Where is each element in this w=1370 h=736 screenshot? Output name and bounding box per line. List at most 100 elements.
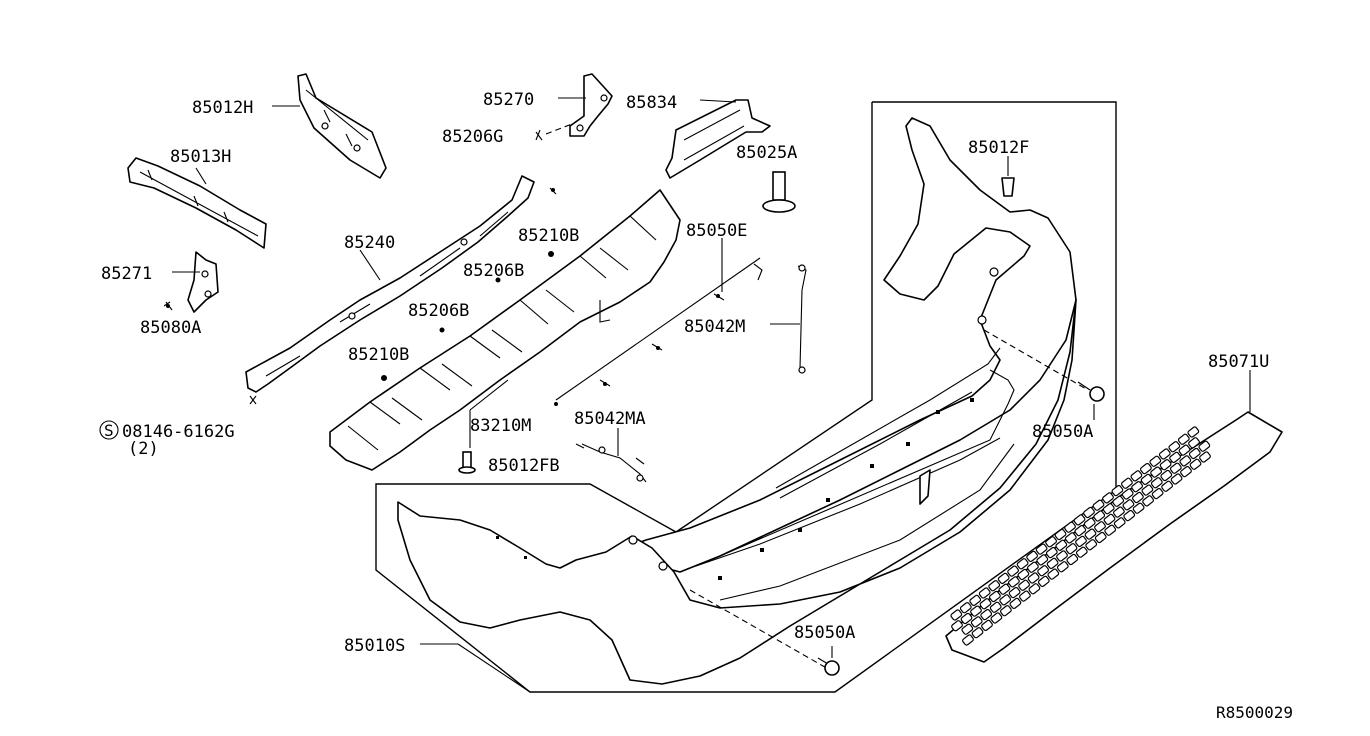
grille-hole — [1028, 583, 1041, 595]
grille-hole — [1036, 554, 1049, 566]
grille-hole — [988, 580, 1001, 592]
grille-hole — [1150, 466, 1162, 478]
grille-hole — [1132, 502, 1145, 514]
grille-hole — [1112, 495, 1125, 507]
assembly-frame — [375, 101, 1117, 693]
fastener-line-right — [983, 329, 1089, 391]
grille-hole — [1151, 487, 1164, 500]
grille-hole — [1140, 473, 1153, 486]
label-85012F: 85012F — [968, 138, 1029, 158]
grille-hole — [951, 620, 963, 632]
part-85042M-rod[interactable] — [797, 264, 807, 374]
grille-hole — [1027, 572, 1040, 584]
grille-hole — [1113, 517, 1126, 529]
screw-08146-6162G — [99, 420, 119, 440]
grille-hole — [1102, 492, 1114, 504]
grille-hole — [1093, 510, 1106, 522]
part-85834-bracket[interactable] — [665, 99, 771, 179]
grille-hole — [1179, 455, 1192, 467]
part-85240-bracket[interactable] — [245, 175, 535, 393]
part-85013H-bracket[interactable] — [127, 157, 267, 249]
grille-hole — [981, 619, 993, 632]
part-85210B-clip-top — [548, 251, 554, 257]
part-85206B-clip-mid — [439, 327, 445, 333]
grille-hole — [1045, 536, 1057, 548]
grille-hole — [1055, 539, 1068, 551]
grille-hole — [1026, 550, 1038, 563]
part-85206G-clip[interactable] — [535, 123, 573, 141]
label-85050A-right: 85050A — [1032, 422, 1093, 442]
label-83210M: 83210M — [470, 416, 531, 436]
part-85270-bracket[interactable] — [569, 73, 613, 137]
grille-hole — [1056, 561, 1069, 573]
part-85080A-screw[interactable] — [163, 301, 173, 311]
part-85271-bracket[interactable] — [187, 251, 219, 313]
grille-hole — [1008, 586, 1021, 599]
grille-hole — [1187, 426, 1200, 438]
grille-hole — [1141, 484, 1154, 496]
part-83210M-absorber[interactable] — [329, 189, 681, 471]
label-85042MA: 85042MA — [574, 409, 646, 429]
grille-hole — [1037, 565, 1049, 577]
grille-hole — [1188, 437, 1200, 449]
label-screw-symbol: S — [104, 421, 114, 440]
part-85042MA-bracket[interactable] — [575, 443, 647, 483]
grille-hole — [1017, 568, 1030, 581]
grille-hole — [1131, 481, 1143, 493]
grille-hole — [1188, 447, 1201, 460]
label-85206B-top: 85206B — [463, 261, 524, 281]
grille-hole — [1113, 506, 1125, 518]
label-85270: 85270 — [483, 90, 534, 110]
grille-hole — [997, 572, 1010, 585]
grille-hole — [1092, 499, 1105, 511]
label-85210B-low: 85210B — [348, 345, 409, 365]
grille-hole — [1037, 575, 1050, 588]
part-85012FB-pin[interactable] — [458, 451, 476, 474]
grille-hole — [1104, 524, 1117, 536]
grille-hole — [1094, 521, 1106, 533]
grille-hole — [1016, 558, 1029, 570]
grille-hole — [989, 590, 1001, 603]
label-screw-qty: (2) — [128, 439, 159, 459]
part-85010S-bumper-fascia[interactable] — [397, 117, 1077, 685]
grille-hole — [1158, 448, 1171, 460]
grille-hole — [959, 602, 972, 614]
part-85240-clip — [549, 187, 557, 195]
grille-hole — [1046, 557, 1059, 570]
grille-hole — [1008, 576, 1020, 588]
part-85025A-bolt[interactable] — [762, 171, 796, 213]
grille-hole — [1064, 521, 1076, 533]
label-85206B-mid: 85206B — [408, 301, 469, 321]
part-85050E-clips[interactable] — [554, 238, 763, 406]
grille-hole — [1169, 451, 1181, 464]
grille-hole — [1083, 517, 1096, 529]
grille-hole — [1150, 477, 1163, 489]
grille-hole — [998, 583, 1011, 595]
label-85240: 85240 — [344, 233, 395, 253]
grille-hole — [1047, 568, 1060, 580]
grille-hole — [962, 634, 974, 646]
part-85071U-step-cover[interactable] — [945, 411, 1283, 663]
part-85050A-screw-bottom[interactable] — [817, 646, 840, 676]
grille-hole — [1085, 539, 1098, 551]
grille-hole — [979, 598, 992, 610]
grille-hole — [1000, 605, 1012, 617]
part-85012F-pin[interactable] — [1001, 156, 1015, 197]
grille-hole — [990, 612, 1003, 624]
grille-hole — [950, 609, 963, 621]
part-85050A-screw-right[interactable] — [1077, 381, 1105, 420]
grille-hole — [1056, 550, 1068, 562]
grille-hole — [1168, 441, 1181, 453]
part-85012H-bracket[interactable] — [297, 73, 387, 179]
grille-hole — [1122, 499, 1135, 511]
label-85012H: 85012H — [192, 98, 253, 118]
grille-hole — [1199, 451, 1211, 463]
grille-hole — [1130, 470, 1143, 482]
grille-hole — [1073, 514, 1086, 526]
grille-hole — [1189, 458, 1202, 470]
label-85080A: 85080A — [140, 318, 201, 338]
grille-hole — [1198, 440, 1211, 452]
label-85834: 85834 — [626, 93, 677, 113]
grille-hole — [1075, 546, 1088, 558]
